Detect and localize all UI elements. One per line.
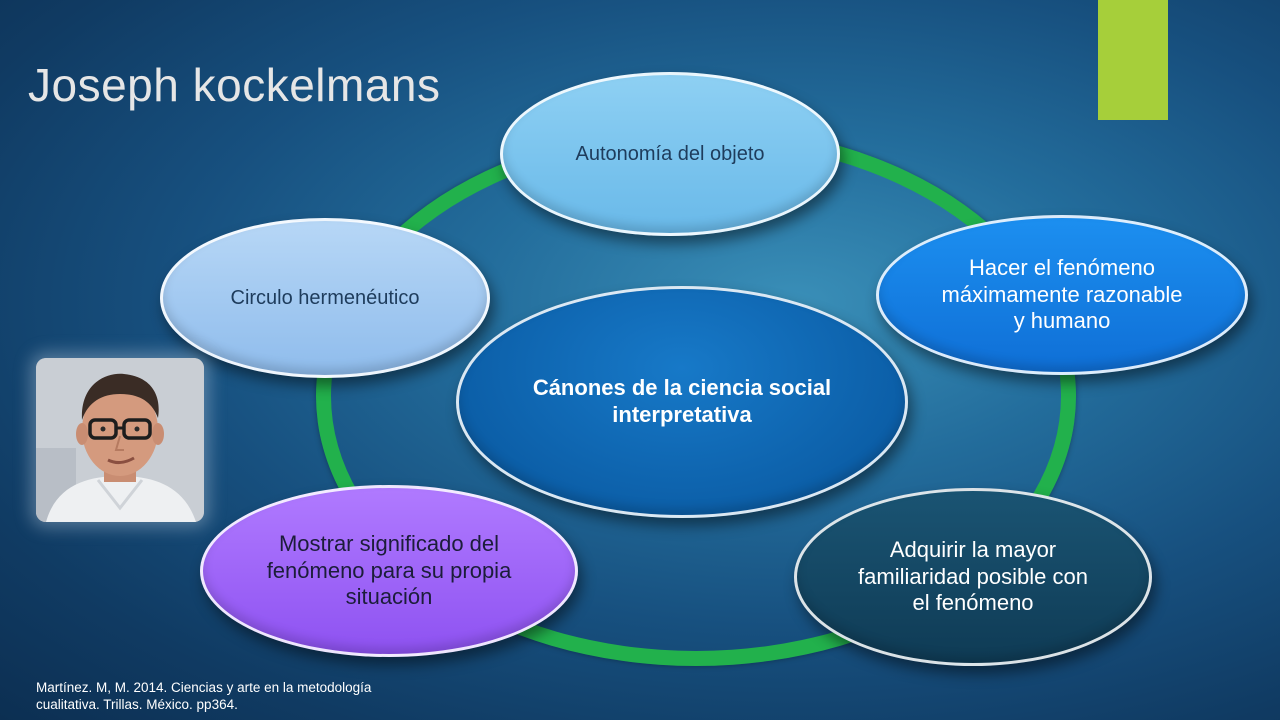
- node-adquirir-familiaridad: Adquirir la mayor familiaridad posible c…: [794, 488, 1152, 666]
- node-autonomia-objeto: Autonomía del objeto: [500, 72, 840, 236]
- center-label: Cánones de la ciencia social interpretat…: [532, 375, 832, 427]
- citation: Martínez. M, M. 2014. Ciencias y arte en…: [36, 680, 372, 713]
- node-label: Mostrar significado del fenómeno para su…: [266, 530, 512, 610]
- node-circulo-hermeneutico: Circulo hermenéutico: [160, 218, 490, 378]
- node-label: Circulo hermenéutico: [230, 286, 420, 309]
- slide-title: Joseph kockelmans: [28, 59, 441, 111]
- accent-bar: [1098, 0, 1168, 120]
- node-hacer-fenomeno: Hacer el fenómeno máximamente razonable …: [876, 215, 1248, 375]
- node-label: Autonomía del objeto: [575, 142, 765, 165]
- node-mostrar-significado: Mostrar significado del fenómeno para su…: [200, 485, 578, 657]
- center-node: Cánones de la ciencia social interpretat…: [456, 286, 908, 518]
- node-label: Adquirir la mayor familiaridad posible c…: [858, 536, 1088, 616]
- node-label: Hacer el fenómeno máximamente razonable …: [941, 254, 1183, 334]
- portrait-photo: [36, 358, 204, 522]
- person-portrait-icon: [36, 358, 204, 522]
